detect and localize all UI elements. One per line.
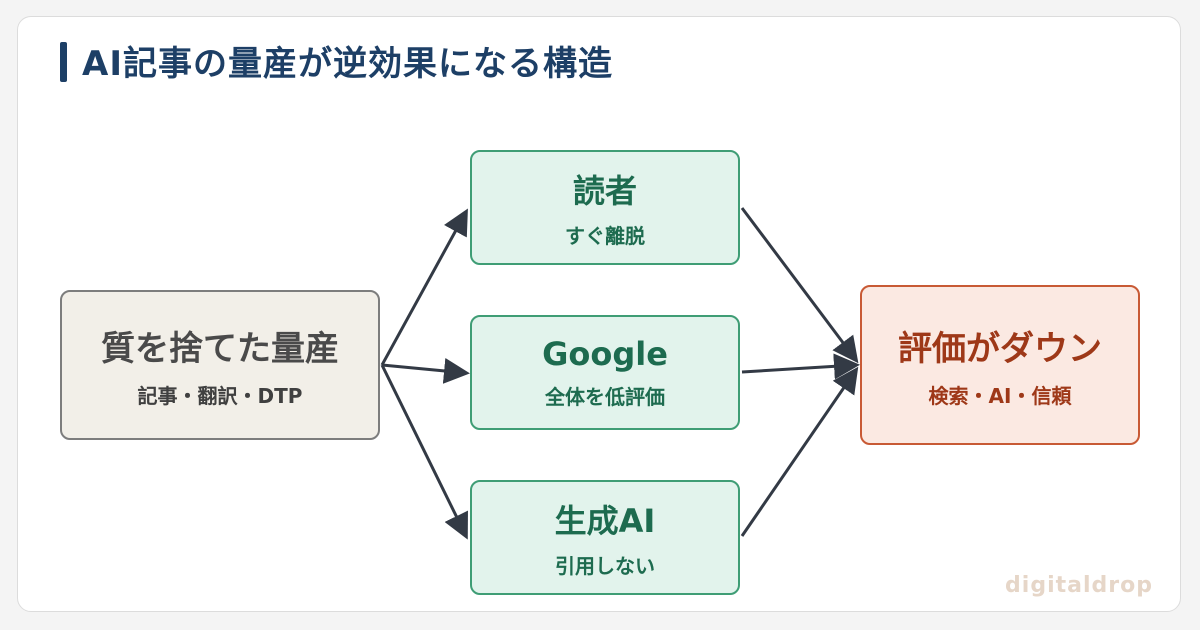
source-box: 質を捨てた量産 記事・翻訳・DTP (60, 290, 380, 440)
target-box-google: Google 全体を低評価 (470, 315, 740, 430)
arrow-reader-to-result (740, 207, 859, 364)
result-label: 評価がダウン (898, 329, 1102, 369)
target-sublabel: 全体を低評価 (545, 385, 665, 409)
result-sublabel: 検索・AI・信頼 (928, 384, 1072, 408)
arrow-google-to-result (741, 353, 860, 380)
source-label: 質を捨てた量産 (101, 329, 339, 369)
target-sublabel: すぐ離脱 (565, 224, 645, 248)
target-label: Google (542, 335, 668, 373)
title-accent-bar (60, 42, 67, 82)
arrow-source-to-google (381, 357, 470, 384)
arrow-source-to-reader (380, 208, 468, 366)
target-sublabel: 引用しない (555, 554, 655, 578)
arrow-genai-to-result (740, 366, 859, 537)
page-title: AI記事の量産が逆効果になる構造 (82, 44, 613, 84)
source-sublabel: 記事・翻訳・DTP (137, 384, 303, 408)
target-label: 読者 (572, 172, 637, 210)
target-label: 生成AI (554, 502, 656, 540)
target-box-genai: 生成AI 引用しない (470, 480, 740, 595)
result-box: 評価がダウン 検索・AI・信頼 (860, 285, 1140, 445)
brand-watermark: digitaldrop (1005, 573, 1153, 598)
arrow-source-to-genai (380, 364, 468, 540)
target-box-reader: 読者 すぐ離脱 (470, 150, 740, 265)
